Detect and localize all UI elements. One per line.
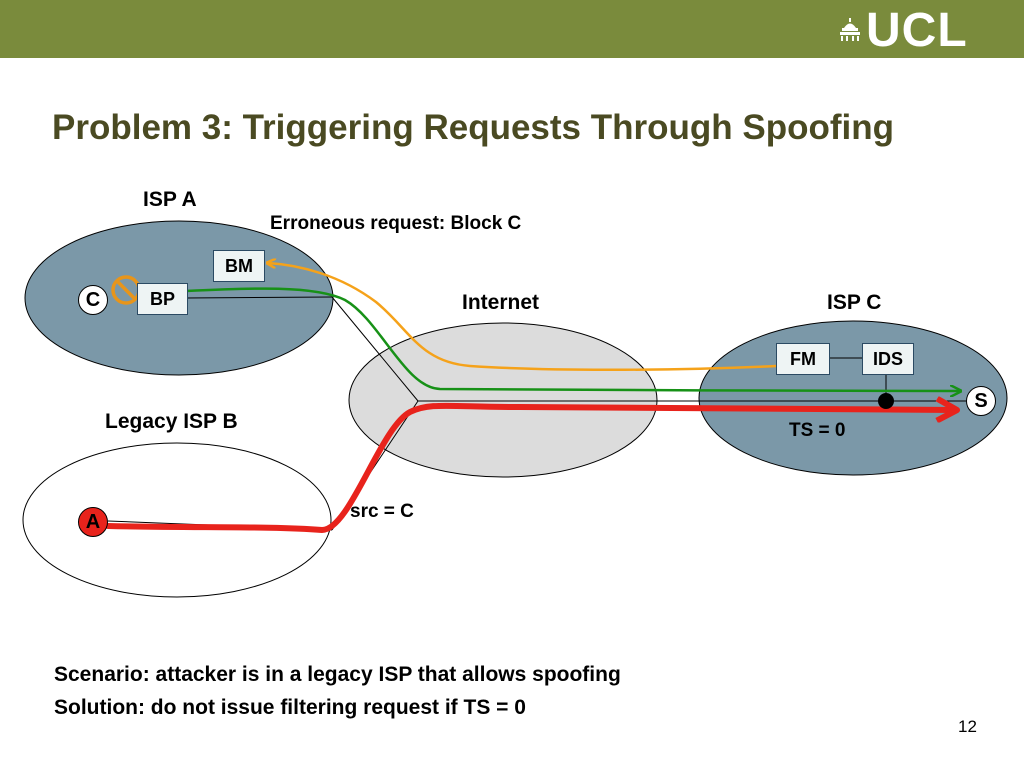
slide-title: Problem 3: Triggering Requests Through S… xyxy=(52,108,894,147)
summary-text: Scenario: attacker is in a legacy ISP th… xyxy=(54,658,621,724)
isp-c-cloud xyxy=(698,320,1008,476)
bp-node: BP xyxy=(137,283,188,315)
isp-c-label: ISP C xyxy=(827,291,882,314)
erroneous-request-path xyxy=(268,263,777,372)
host-c: C xyxy=(78,285,108,315)
attacker-a: A xyxy=(78,507,108,537)
ts-label: TS = 0 xyxy=(789,420,846,441)
src-label: src = C xyxy=(350,501,414,522)
server-s: S xyxy=(966,386,996,416)
legacy-isp-b-label: Legacy ISP B xyxy=(105,410,238,433)
fm-node: FM xyxy=(776,343,830,375)
scenario-line: Scenario: attacker is in a legacy ISP th… xyxy=(54,663,621,686)
ucl-logo: UCL xyxy=(866,4,968,57)
isp-a-label: ISP A xyxy=(143,188,197,211)
erroneous-request-label: Erroneous request: Block C xyxy=(270,213,522,234)
ids-tap-point xyxy=(878,393,894,409)
page-number: 12 xyxy=(958,717,977,736)
internet-label: Internet xyxy=(462,291,540,314)
legacy-isp-b-cloud xyxy=(22,442,332,598)
ucl-dome-icon xyxy=(840,18,860,41)
legitimate-traffic-path xyxy=(185,287,960,391)
ids-node: IDS xyxy=(862,343,914,375)
spoofed-attack-path xyxy=(105,406,955,533)
internet-cloud xyxy=(348,322,658,478)
solution-line: Solution: do not issue filtering request… xyxy=(54,696,526,719)
bm-node: BM xyxy=(213,250,265,282)
